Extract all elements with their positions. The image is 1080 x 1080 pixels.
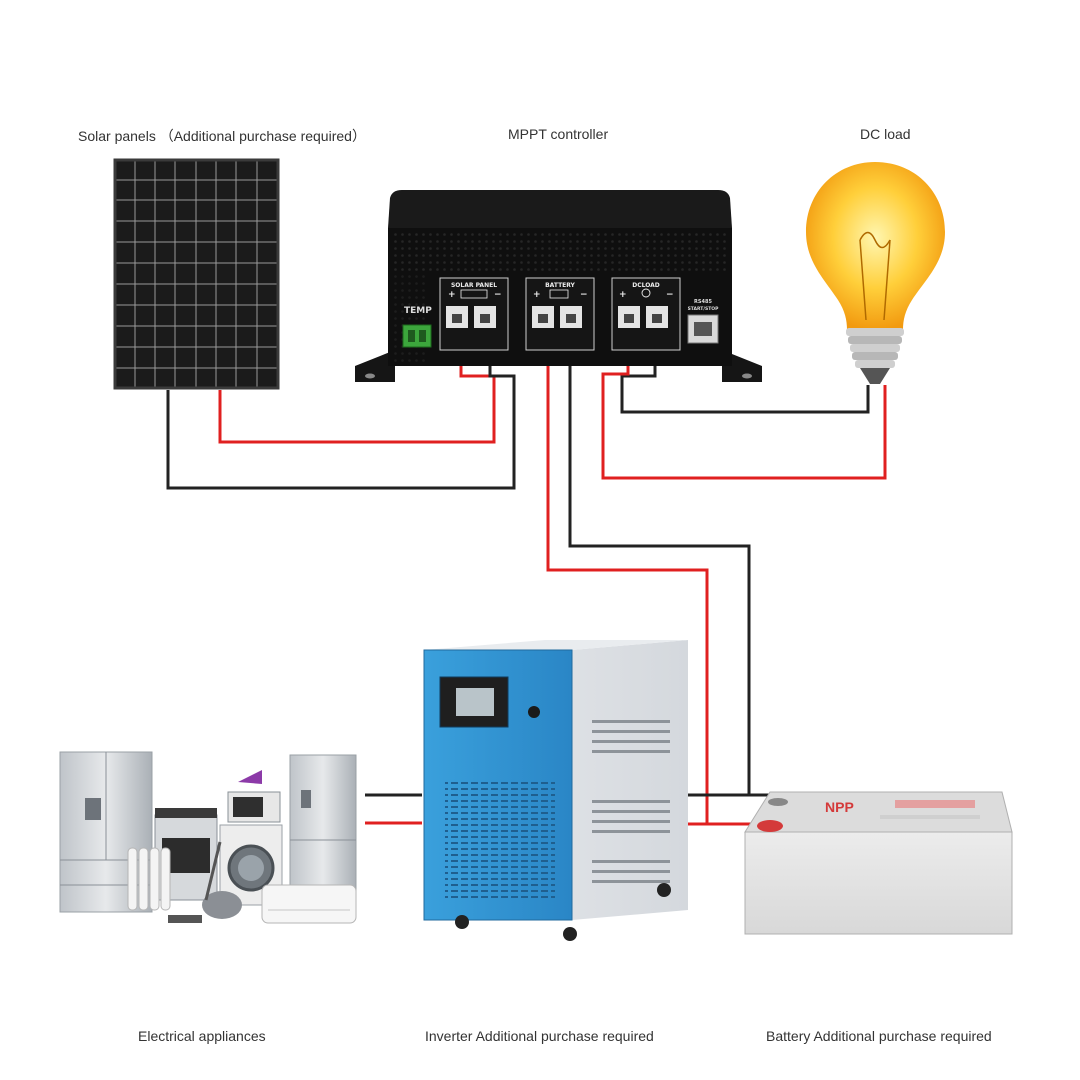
- light-bulb-icon: [806, 162, 945, 384]
- solar-panel-terminal: SOLAR PANEL + −: [439, 277, 509, 351]
- wire-load-positive: [601, 362, 887, 480]
- wire-solar-positive: [218, 362, 496, 444]
- battery-brand-logo: NPP: [825, 799, 854, 815]
- minus-sign: −: [666, 290, 674, 300]
- battery-label: Battery Additional purchase required: [766, 1028, 992, 1044]
- electrical-appliances-label: Electrical appliances: [138, 1028, 266, 1044]
- wire-battery-negative: [568, 362, 800, 797]
- inverter-label: Inverter Additional purchase required: [425, 1028, 654, 1044]
- plus-sign: +: [448, 290, 456, 300]
- electrical-appliances-image: [59, 751, 357, 924]
- start-stop-label: START/STOP: [688, 306, 720, 312]
- battery-terminal-label: BATTERY: [545, 282, 575, 289]
- solar-panel-terminal-label: SOLAR PANEL: [451, 282, 497, 289]
- minus-sign: −: [494, 290, 502, 300]
- wire-solar-negative: [166, 362, 516, 490]
- battery-unit: NPP: [744, 791, 1013, 935]
- wire-battery-positive: [546, 362, 760, 826]
- bulb-icon: [641, 288, 651, 298]
- rs485-port: [687, 314, 719, 344]
- rs485-label: RS485: [694, 299, 712, 305]
- wire-load-negative: [620, 362, 870, 414]
- solar-panel: [113, 158, 280, 390]
- inverter-unit: [423, 640, 688, 941]
- battery-icon: [549, 289, 569, 299]
- mppt-controller: TEMP SOLAR PANEL + − BATTERY + −: [355, 190, 762, 382]
- wire-appliances-inverter: [365, 793, 422, 825]
- battery-terminal: BATTERY + −: [525, 277, 595, 351]
- solar-panels-label: Solar panels （Additional purchase requir…: [78, 128, 366, 144]
- minus-sign: −: [580, 290, 588, 300]
- dc-load-terminal-label: DCLOAD: [632, 282, 660, 289]
- dc-load-label: DC load: [860, 126, 911, 142]
- solar-panel-icon: [460, 289, 488, 299]
- plus-sign: +: [533, 290, 541, 300]
- temp-port-label: TEMP: [404, 306, 432, 316]
- mppt-controller-label: MPPT controller: [508, 126, 609, 142]
- wire-inverter-battery: [688, 793, 749, 826]
- dc-load-terminal: DCLOAD + −: [611, 277, 681, 351]
- plus-sign: +: [619, 290, 627, 300]
